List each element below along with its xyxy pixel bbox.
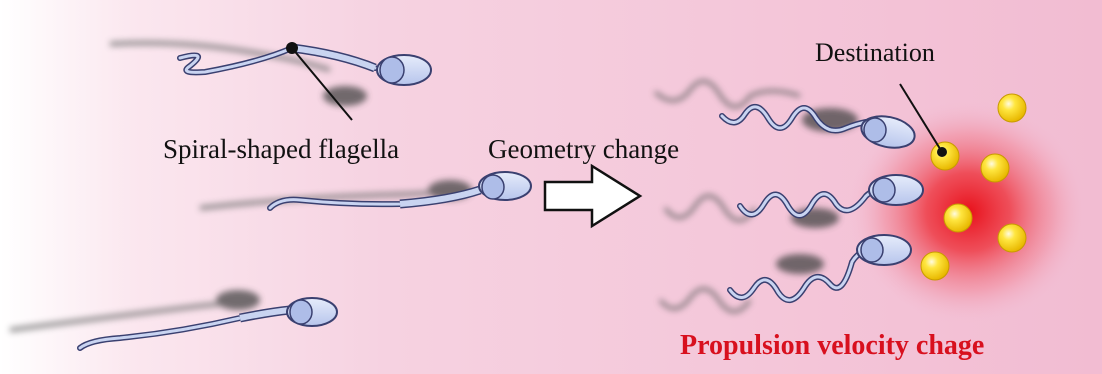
yellow-sphere-icon <box>921 252 949 280</box>
yellow-sphere-icon <box>998 94 1026 122</box>
propulsion-velocity-label: Propulsion velocity chage <box>680 330 984 361</box>
destination-label: Destination <box>815 38 935 67</box>
flagella-label: Spiral-shaped flagella <box>163 134 399 164</box>
destination-callout-dot <box>937 147 947 157</box>
yellow-sphere-icon <box>998 224 1026 252</box>
flagella-callout-dot <box>286 42 298 54</box>
yellow-sphere-icon <box>981 154 1009 182</box>
yellow-sphere-icon <box>944 204 972 232</box>
geometry-change-label: Geometry change <box>488 134 679 164</box>
